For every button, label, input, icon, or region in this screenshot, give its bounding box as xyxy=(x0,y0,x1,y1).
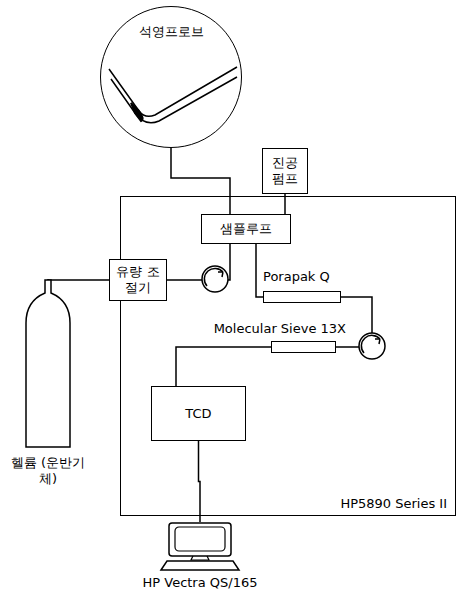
gc-housing: HP5890 Series II샘플루프유량 조절기Porapak QMolec… xyxy=(120,196,456,516)
computer: HP Vectra QS/165 xyxy=(125,522,275,594)
sample-loop-box: 샘플루프 xyxy=(201,214,291,244)
flow-controller-box: 유량 조절기 xyxy=(109,259,167,301)
probe-label: 석영프로브 xyxy=(101,23,241,41)
column-label: Molecular Sieve 13X xyxy=(161,321,346,336)
column-label: Porapak Q xyxy=(263,269,343,284)
column-tube xyxy=(263,291,341,303)
tcd-box: TCD xyxy=(151,386,246,441)
probe-callout: 석영프로브 xyxy=(100,6,242,148)
column-tube xyxy=(271,341,336,353)
cylinder-drawing xyxy=(6,279,90,451)
switching-valve xyxy=(359,333,385,359)
pipe-connector xyxy=(176,347,271,386)
computer-drawing xyxy=(125,522,275,574)
pipe-connector xyxy=(256,244,263,297)
vacuum-pump-box: 진공 펌프 xyxy=(262,148,308,194)
porapak-column: Porapak Q xyxy=(263,269,343,303)
box-label: 유량 조절기 xyxy=(112,264,164,295)
pipe-connector xyxy=(284,194,286,214)
pipe-connector xyxy=(199,441,201,522)
box-label: 진공 펌프 xyxy=(265,155,305,186)
box-label: 샘플루프 xyxy=(220,221,272,237)
box-label: TCD xyxy=(185,406,211,422)
housing-label: HP5890 Series II xyxy=(340,496,447,511)
molsieve-column: Molecular Sieve 13X xyxy=(161,321,346,353)
pipe-connector xyxy=(171,148,230,214)
computer-label: HP Vectra QS/165 xyxy=(125,575,275,590)
cylinder-label: 헬륨 (운반기체) xyxy=(6,455,90,488)
helium-cylinder: 헬륨 (운반기체) xyxy=(6,279,90,491)
switching-valve xyxy=(202,266,228,292)
pipe-connector xyxy=(48,279,109,280)
